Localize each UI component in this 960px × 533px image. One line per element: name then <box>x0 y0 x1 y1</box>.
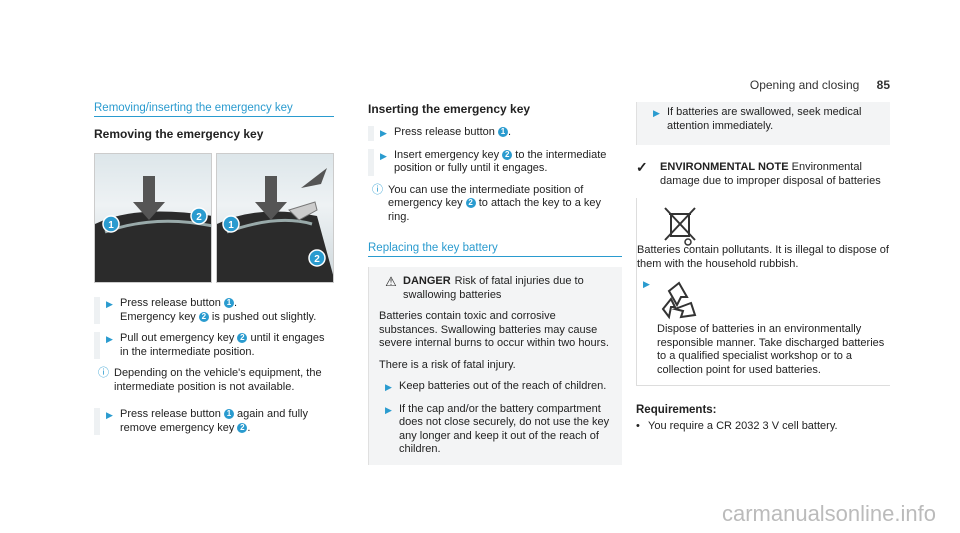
sub-title-removing: Removing the emergency key <box>94 127 264 141</box>
info-icon: ⓘ <box>98 367 109 379</box>
arrow-icon: ▶ <box>385 382 392 392</box>
crossed-bin-icon <box>664 207 696 246</box>
callout-1: 1 <box>223 409 234 420</box>
danger-step-3: ▶ If batteries are swallowed, seek medic… <box>647 106 880 133</box>
key-photos: 1 2 1 2 <box>94 153 334 283</box>
svg-text:1: 1 <box>228 220 234 231</box>
callout-2: 2 <box>198 311 209 322</box>
remove-step-1: ▶ Press release button 1.Emergency key 2… <box>94 297 334 324</box>
arrow-icon: ▶ <box>380 128 387 138</box>
remove-step-2: ▶ Pull out emergency key 2 until it enga… <box>94 332 334 359</box>
callout-1: 1 <box>497 127 508 138</box>
callout-2: 2 <box>237 333 248 344</box>
page-number: 85 <box>876 78 890 92</box>
requirements-title: Requirements: <box>636 404 717 416</box>
callout-2: 2 <box>237 422 248 433</box>
section-title-battery: Replacing the key battery <box>368 242 622 257</box>
danger-step-2: ▶ If the cap and/or the battery compartm… <box>379 403 612 457</box>
column-2: Inserting the emergency key ▶ Press rele… <box>368 102 622 465</box>
key-photo-pulled-out: 1 2 <box>216 153 334 283</box>
danger-text: Batteries contain toxic and corrosive su… <box>379 310 609 349</box>
environmental-note-body: Batteries contain pollutants. It is ille… <box>636 198 890 386</box>
key-photo-pushed-out: 1 2 <box>94 153 212 283</box>
arrow-icon: ▶ <box>643 279 650 289</box>
callout-2: 2 <box>502 149 513 160</box>
danger-box-continued: ▶ If batteries are swallowed, seek medic… <box>636 102 890 145</box>
remove-info: ⓘ Depending on the vehicle's equipment, … <box>94 367 334 394</box>
svg-text:1: 1 <box>108 220 114 231</box>
recycle-text: Dispose of batteries in an environmental… <box>657 323 885 376</box>
page-header: Opening and closing 85 <box>750 78 890 92</box>
remove-step-3: ▶ Press release button 1 again and fully… <box>94 408 334 435</box>
warning-triangle-icon: ⚠ <box>385 274 397 289</box>
callout-1: 1 <box>223 298 234 309</box>
watermark: carmanualsonline.info <box>721 501 936 526</box>
insert-step-2: ▶ Insert emergency key 2 to the intermed… <box>368 148 622 176</box>
arrow-icon: ▶ <box>380 150 387 161</box>
insert-step-1: ▶ Press release button 1. <box>368 126 622 141</box>
info-icon: ⓘ <box>372 183 383 196</box>
arrow-icon: ▶ <box>106 410 113 420</box>
recycle-icon <box>661 281 697 320</box>
insert-info: ⓘ You can use the intermediate position … <box>368 184 622 225</box>
bullet-icon: • <box>636 420 640 432</box>
section-title-removing: Removing/inserting the emergency key <box>94 102 334 117</box>
danger-step-1: ▶ Keep batteries out of the reach of chi… <box>379 380 612 395</box>
svg-text:2: 2 <box>196 212 202 223</box>
arrow-icon: ▶ <box>653 108 660 118</box>
environmental-note-heading: ✓ ENVIRONMENTAL NOTE Environmental damag… <box>636 159 881 187</box>
arrow-icon: ▶ <box>385 404 392 415</box>
bin-text: Batteries contain pollutants. It is ille… <box>637 244 889 270</box>
section-name: Opening and closing <box>749 78 860 92</box>
column-1: Removing/inserting the emergency key Rem… <box>94 102 334 443</box>
environment-icon: ✓ <box>636 159 648 175</box>
arrow-icon: ▶ <box>106 299 113 309</box>
requirement-item: • You require a CR 2032 3 V cell battery… <box>636 420 838 432</box>
arrow-icon: ▶ <box>106 334 113 344</box>
sub-title-inserting: Inserting the emergency key <box>368 102 531 116</box>
danger-label: DANGER <box>403 275 451 287</box>
svg-text:2: 2 <box>314 254 320 265</box>
callout-2: 2 <box>465 198 476 209</box>
column-3: ▶ If batteries are swallowed, seek medic… <box>636 102 890 432</box>
danger-risk: There is a risk of fatal injury. <box>379 358 516 371</box>
env-label: ENVIRONMENTAL NOTE <box>660 161 789 173</box>
